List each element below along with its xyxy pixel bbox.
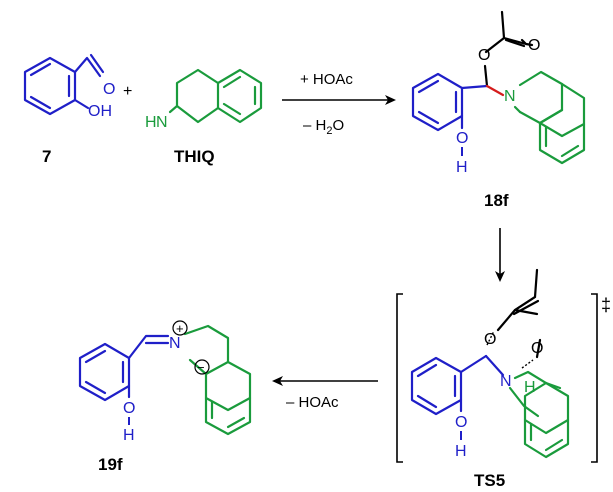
thiq-structure bbox=[168, 68, 263, 124]
transfer-h-ts5: H bbox=[524, 379, 536, 396]
label-ts5: TS5 bbox=[474, 471, 505, 490]
ts5-structure bbox=[410, 268, 570, 459]
ts5-brackets bbox=[396, 293, 598, 463]
compound-19f-structure bbox=[78, 324, 252, 436]
ester-oxygen-18f: O bbox=[478, 47, 490, 64]
negative-charge-icon bbox=[194, 359, 210, 375]
label-compound-18f: 18f bbox=[484, 191, 509, 210]
phenol-oh-7: OH bbox=[88, 103, 112, 120]
label-compound-19f: 19f bbox=[98, 455, 123, 474]
label-thiq: THIQ bbox=[174, 147, 215, 166]
phenol-h-ts5: H bbox=[455, 443, 467, 460]
plus-charge-19f: + bbox=[176, 321, 184, 336]
carbonyl-oxygen-ts5: O bbox=[531, 340, 543, 357]
iminium-n-19f: N bbox=[169, 335, 181, 352]
positive-charge-icon bbox=[172, 320, 188, 336]
down-arrow bbox=[495, 228, 505, 282]
compound-7-structure bbox=[23, 53, 105, 116]
reverse-arrow bbox=[272, 376, 378, 386]
thiq-amine-h: H bbox=[145, 114, 157, 131]
aldehyde-oxygen: O bbox=[103, 81, 115, 98]
double-dagger: ‡ bbox=[601, 295, 611, 315]
phenol-o-19f: O bbox=[123, 400, 135, 417]
amine-n-18f: N bbox=[504, 88, 516, 105]
label-compound-7: 7 bbox=[42, 147, 51, 166]
thiq-amine-n: N bbox=[156, 114, 168, 131]
condition-add-hoac: + HOAc bbox=[300, 71, 353, 88]
compound-18f-structure bbox=[411, 10, 586, 165]
ester-oxygen-ts5: O bbox=[484, 331, 496, 348]
phenol-o-ts5: O bbox=[455, 414, 467, 431]
phenol-h-18f: H bbox=[456, 159, 468, 176]
minus-charge-19f: − bbox=[197, 360, 205, 375]
condition-lose-hoac: – HOAc bbox=[286, 394, 339, 411]
forward-arrow bbox=[282, 95, 396, 105]
carbonyl-oxygen-18f: O bbox=[528, 37, 540, 54]
phenol-o-18f: O bbox=[456, 130, 468, 147]
plus-sign: + bbox=[123, 83, 132, 100]
iminium-n-ts5: N bbox=[500, 373, 512, 390]
condition-lose-water: – H2O bbox=[303, 117, 344, 137]
phenol-h-19f: H bbox=[123, 427, 135, 444]
